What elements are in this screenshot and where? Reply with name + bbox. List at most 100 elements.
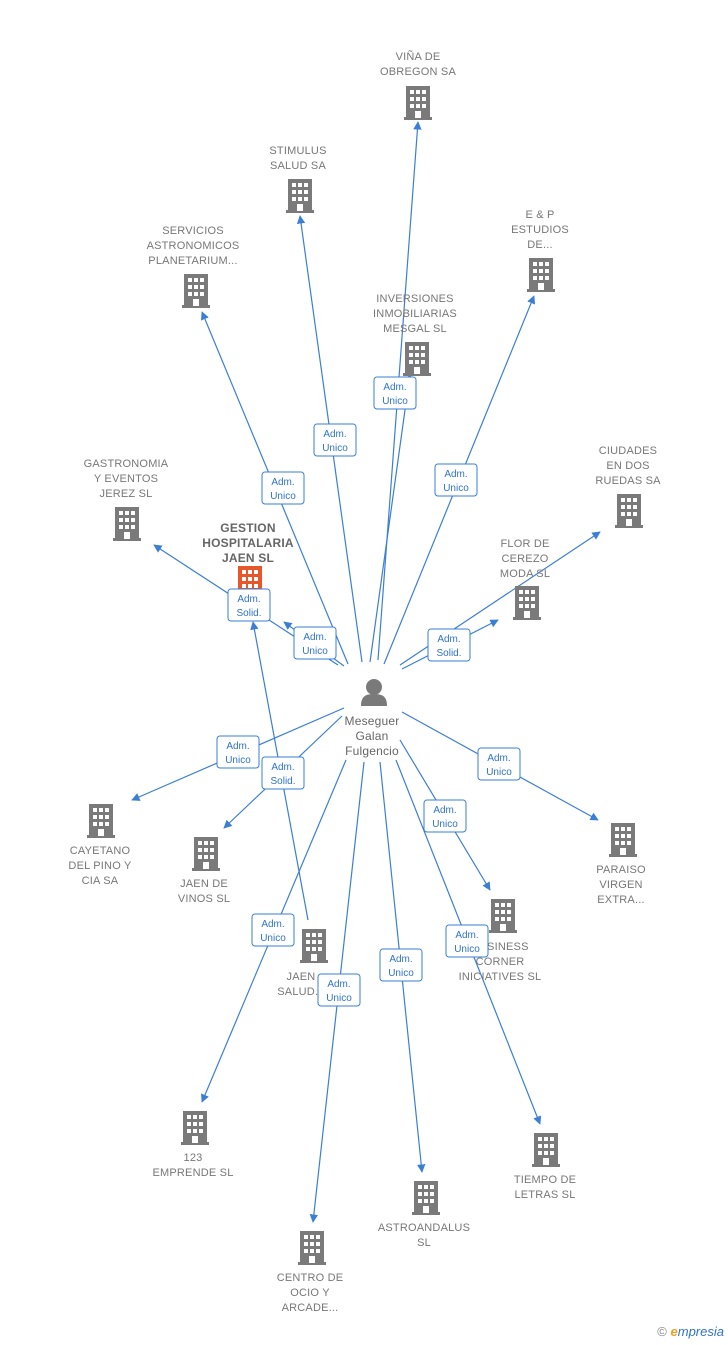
- company-label-astro-line-1: ASTROANDALUS: [378, 1222, 470, 1234]
- company-label-ep-line-1: E & P: [525, 209, 554, 221]
- company-label-vina-line-1: VIÑA DE: [396, 50, 441, 63]
- company-label-centro-line-1: CENTRO DE: [277, 1272, 344, 1284]
- relation-badge-gestion[interactable]: Adm.Solid.: [227, 588, 271, 622]
- building-icon: [181, 1111, 209, 1145]
- company-label-servicios-line-2: ASTRONOMICOS: [147, 240, 240, 252]
- person-name-line-3: Fulgencio: [345, 744, 399, 758]
- building-icon: [300, 929, 328, 963]
- copyright-symbol: ©: [657, 1324, 667, 1339]
- company-label-cayetano-line-2: DEL PINO Y: [68, 860, 132, 872]
- company-label-inversiones-line-2: INMOBILIARIAS: [373, 308, 457, 320]
- company-label-inversiones-line-3: MESGAL SL: [383, 323, 447, 335]
- company-node-stimulus[interactable]: STIMULUS SALUD SA: [269, 145, 326, 213]
- badge-text-line-2: Unico: [322, 443, 348, 454]
- building-icon: [87, 804, 115, 838]
- relation-edge-inversiones: [369, 373, 414, 663]
- company-node-astro[interactable]: ASTROANDALUS SL: [378, 1181, 470, 1249]
- badge-text-line-2: Unico: [302, 646, 328, 657]
- badge-text-line-2: Solid.: [236, 608, 261, 619]
- company-label-emprende-line-1: 123: [184, 1152, 203, 1164]
- badge-box: [313, 423, 357, 457]
- badge-text-line-1: Adm.: [383, 382, 406, 393]
- badge-text-line-1: Adm.: [271, 762, 294, 773]
- badge-text-line-2: Unico: [260, 933, 286, 944]
- company-label-gestion-line-3: JAEN SL: [222, 551, 274, 565]
- relation-badge-centro[interactable]: Adm.Unico: [317, 973, 361, 1007]
- badge-text-line-2: Unico: [382, 396, 408, 407]
- company-node-servicios[interactable]: SERVICIOSASTRONOMICOSPLANETARIUM...: [147, 225, 240, 308]
- badge-box: [251, 913, 295, 947]
- badge-text-line-2: Solid.: [270, 776, 295, 787]
- company-label-astro-line-2: SL: [417, 1237, 431, 1249]
- company-label-jaensalud-line-2: SALUD...: [277, 986, 324, 998]
- company-label-jaensalud-line-1: JAEN: [287, 971, 316, 983]
- company-label-business-line-2: CORNER: [476, 956, 525, 968]
- relation-badge-servicios[interactable]: Adm.Unico: [261, 471, 305, 505]
- badge-text-line-1: Adm.: [437, 634, 460, 645]
- company-label-paraiso-line-3: EXTRA...: [597, 894, 644, 906]
- company-label-emprende-line-2: EMPRENDE SL: [152, 1167, 233, 1179]
- building-icon: [192, 837, 220, 871]
- relation-badge-inversiones[interactable]: Adm. Unico: [373, 376, 417, 410]
- building-icon: [286, 179, 314, 213]
- relation-badge-gastronomia[interactable]: Adm. Unico: [293, 626, 337, 660]
- company-label-stimulus-line-1: STIMULUS: [269, 145, 326, 157]
- relation-badge-business[interactable]: Adm.Unico: [423, 799, 467, 833]
- badge-text-line-1: Adm.: [226, 741, 249, 752]
- relation-badge-flor[interactable]: Adm.Solid.: [427, 628, 471, 662]
- company-label-business-line-3: INICIATIVES SL: [459, 971, 542, 983]
- relation-badge-jaenvinos[interactable]: Adm. Solid.: [261, 756, 305, 790]
- company-label-tiempo-line-1: TIEMPO DE: [514, 1174, 576, 1186]
- company-label-ciudades-line-1: CIUDADES: [599, 445, 657, 457]
- relation-badge-astro[interactable]: Adm. Unico: [379, 948, 423, 982]
- badge-text-line-2: Unico: [225, 755, 251, 766]
- person-icon: [361, 679, 387, 706]
- relation-badge-tiempo[interactable]: Adm.Unico: [445, 924, 489, 958]
- building-icon: [513, 586, 541, 620]
- building-icon: [609, 823, 637, 857]
- company-label-ep-line-2: ESTUDIOS: [511, 224, 569, 236]
- company-label-cayetano-line-1: CAYETANO: [70, 845, 131, 857]
- person-name-line-1: Meseguer: [345, 714, 400, 728]
- company-label-gastronomia-line-1: GASTRONOMIA: [84, 458, 169, 470]
- badge-text-line-1: Adm.: [323, 429, 346, 440]
- badge-box: [373, 376, 417, 410]
- relation-badge-stimulus[interactable]: Adm. Unico: [313, 423, 357, 457]
- person-node[interactable]: Meseguer Galan Fulgencio: [345, 679, 400, 758]
- badge-box: [227, 588, 271, 622]
- badge-text-line-1: Adm.: [327, 979, 350, 990]
- badge-box: [216, 735, 260, 769]
- badge-text-line-2: Unico: [443, 483, 469, 494]
- relation-badge-cayetano[interactable]: Adm. Unico: [216, 735, 260, 769]
- building-icon: [403, 342, 431, 376]
- building-icon: [527, 258, 555, 292]
- badge-text-line-1: Adm.: [261, 919, 284, 930]
- building-icon: [113, 507, 141, 541]
- badge-text-line-1: Adm.: [389, 954, 412, 965]
- badge-text-line-1: Adm.: [303, 632, 326, 643]
- company-node-ep[interactable]: E & PESTUDIOSDE...: [511, 209, 569, 292]
- badge-text-line-2: Unico: [388, 968, 414, 979]
- company-node-paraiso[interactable]: PARAISOVIRGENEXTRA...: [596, 823, 646, 906]
- relation-badge-paraiso[interactable]: Adm.Unico: [477, 747, 521, 781]
- badge-text-line-1: Adm.: [271, 477, 294, 488]
- company-label-centro-line-2: OCIO Y: [290, 1287, 330, 1299]
- relation-badge-ep[interactable]: Adm.Unico: [434, 463, 478, 497]
- relation-badge-emprende[interactable]: Adm. Unico: [251, 913, 295, 947]
- company-label-stimulus-line-2: SALUD SA: [270, 160, 326, 172]
- company-label-gastronomia-line-2: Y EVENTOS: [94, 473, 158, 485]
- badge-box: [445, 924, 489, 958]
- company-node-jaensalud[interactable]: JAEN SALUD...: [277, 929, 328, 998]
